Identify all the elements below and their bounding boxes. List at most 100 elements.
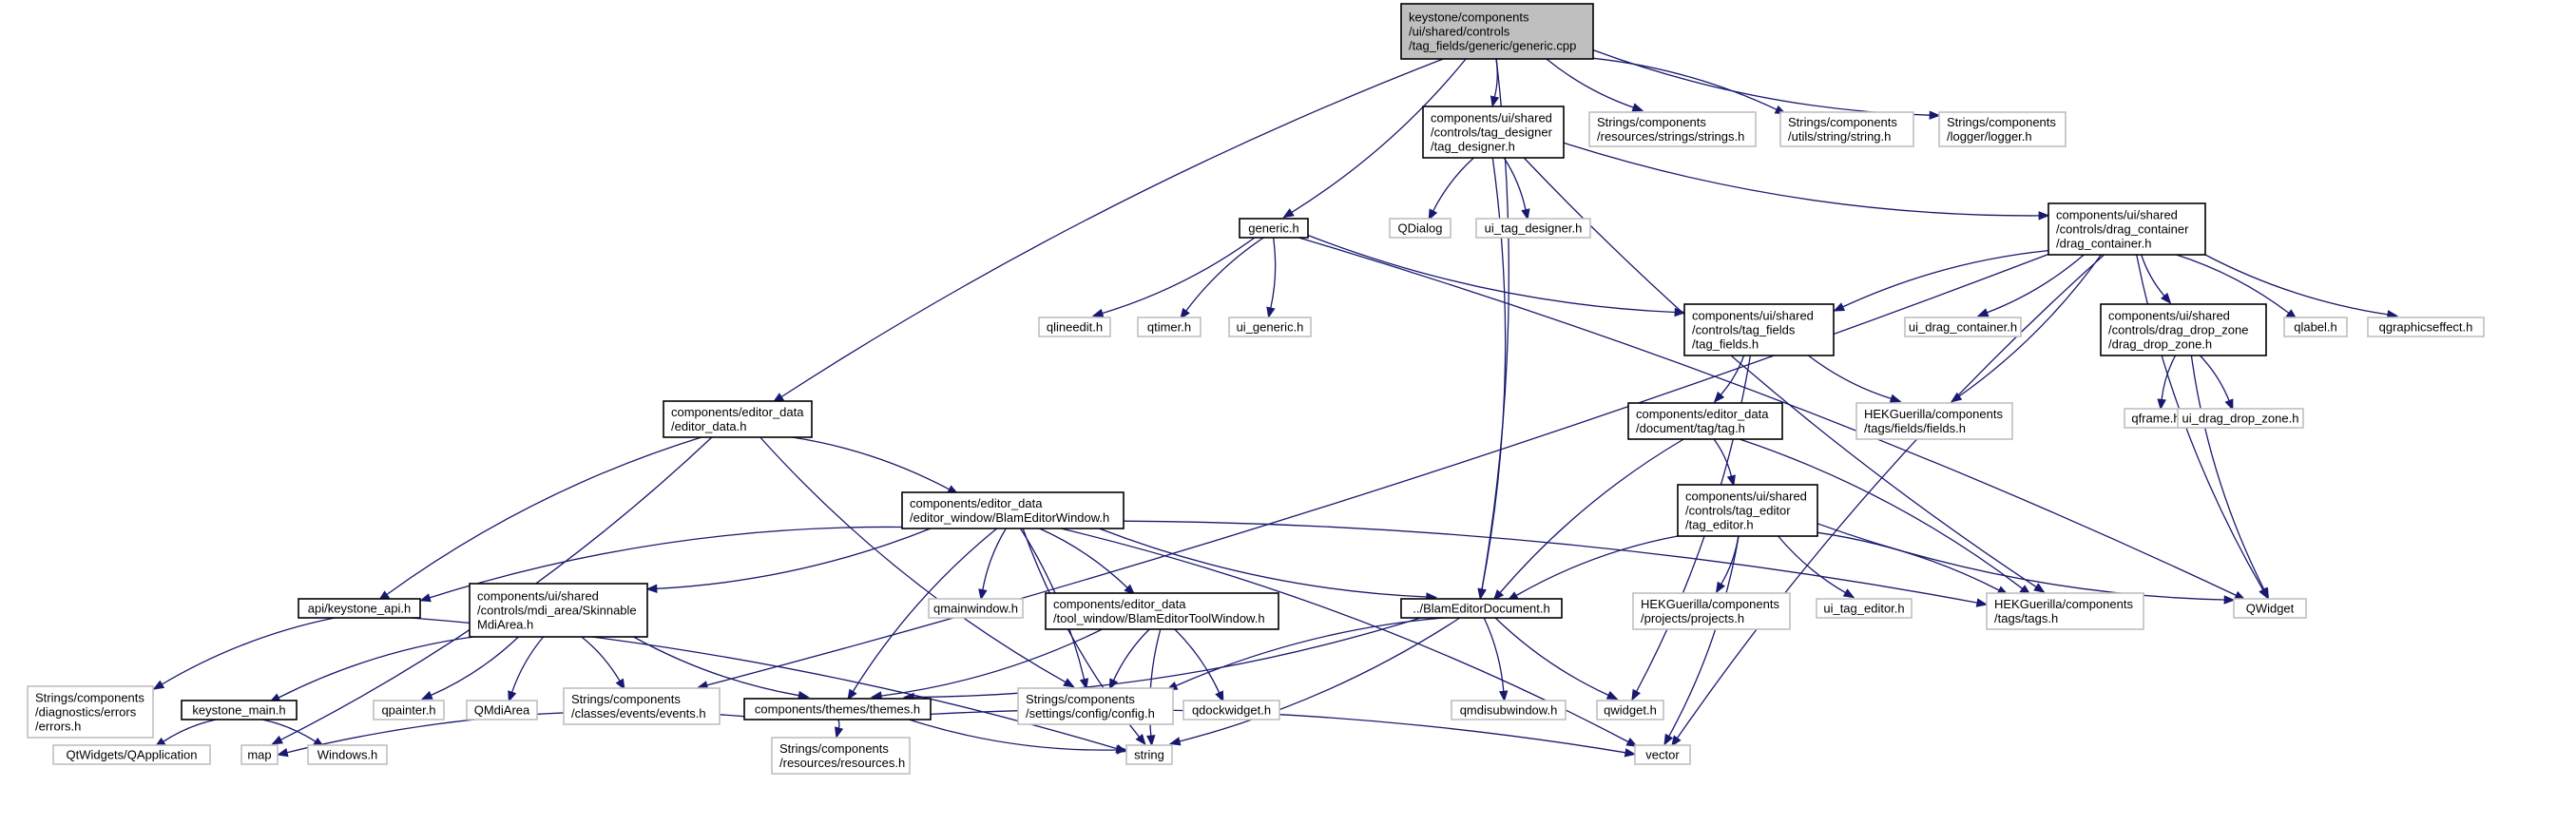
edge-arrowhead [1521, 208, 1530, 221]
node-ui-tag-editor[interactable]: ui_tag_editor.h [1816, 598, 1913, 619]
node-tag-designer-h[interactable]: components/ui/shared/controls/tag_design… [1422, 106, 1565, 159]
edge-line [780, 58, 1444, 398]
node-qwidget-cap[interactable]: QWidget [2233, 598, 2307, 619]
node-errors-h[interactable]: Strings/components/diagnostics/errors/er… [27, 685, 154, 739]
node-blam-editor-window-h[interactable]: components/editor_data/editor_window/Bla… [901, 491, 1125, 529]
node-projects-h[interactable]: HEKGuerilla/components/projects/projects… [1632, 592, 1791, 630]
edge-arrowhead [1625, 738, 1639, 747]
node-events-h[interactable]: Strings/components/classes/events/events… [563, 687, 721, 725]
node-drag-container-h[interactable]: components/ui/shared/controls/drag_conta… [2047, 202, 2206, 256]
node-label-line: /controls/drag_drop_zone [2108, 323, 2248, 337]
edge-line [633, 636, 799, 697]
node-tag-fields-h[interactable]: components/ui/shared/controls/tag_fields… [1683, 303, 1835, 356]
node-box [1904, 317, 2022, 337]
edge-line [1958, 254, 2102, 397]
edge-line [1432, 157, 1474, 212]
edge-blam_editor_window_h-to-tags_h [1123, 520, 1989, 607]
node-box [2177, 408, 2304, 429]
node-string-h[interactable]: Strings/components/utils/string/string.h [1779, 111, 1914, 147]
node-windows-h[interactable]: Windows.h [307, 744, 388, 765]
node-editor-data-h[interactable]: components/editor_data/editor_data.h [663, 400, 813, 438]
node-qgraphicseffect[interactable]: qgraphicseffect.h [2367, 317, 2485, 337]
node-label-line: Strings/components [1026, 692, 1135, 706]
node-box [181, 700, 298, 720]
node-string[interactable]: string [1125, 744, 1173, 765]
edge-line [1298, 237, 2237, 596]
node-label-line: components/ui/shared [477, 589, 599, 604]
edge-arrowhead [508, 690, 517, 702]
node-label-line: /classes/events/events.h [571, 706, 706, 720]
node-ui-drag-container[interactable]: ui_drag_container.h [1904, 317, 2022, 337]
edge-line [1778, 535, 1846, 594]
node-box [1938, 111, 2067, 147]
node-keystone-api-h[interactable]: api/keystone_api.h [298, 598, 421, 619]
edge-drag_drop_zone_h-to-ui_drag_drop_zone [2199, 355, 2234, 412]
edge-line [1515, 535, 1679, 597]
node-box [2283, 317, 2348, 337]
node-drag-drop-zone-h[interactable]: components/ui/shared/controls/drag_drop_… [2100, 303, 2267, 356]
node-fields-h[interactable]: HEKGuerilla/components/tags/fields/field… [1855, 402, 2013, 440]
node-box [2100, 303, 2267, 356]
edge-generic_cpp-to-strings_h [1546, 58, 1644, 112]
edge-line [386, 436, 702, 596]
node-qmdiarea[interactable]: QMdiArea [466, 700, 538, 720]
node-tool-window-h[interactable]: components/editor_data/tool_window/BlamE… [1045, 592, 1279, 630]
edge-mdi_area_h-to-qpainter [420, 636, 519, 701]
node-ui-tag-designer[interactable]: ui_tag_designer.h [1475, 218, 1591, 239]
edge-generic_cpp-to-string_h [1592, 57, 1787, 115]
node-label-line: qlabel.h [2294, 320, 2337, 335]
node-qwidget-lc[interactable]: qwidget.h [1596, 700, 1664, 720]
edge-line [2199, 355, 2230, 401]
node-qlineedit[interactable]: qlineedit.h [1038, 317, 1111, 337]
node-qmdisubwindow[interactable]: qmdisubwindow.h [1451, 700, 1567, 720]
node-label-line: qgraphicseffect.h [2379, 320, 2473, 335]
node-label-line: components/ui/shared [1692, 309, 1814, 323]
node-generic-cpp[interactable]: keystone/components/ui/shared/controls/t… [1400, 3, 1594, 60]
node-themes-h[interactable]: components/themes/themes.h [743, 698, 932, 720]
node-qtimer[interactable]: qtimer.h [1137, 317, 1201, 337]
node-map[interactable]: map [240, 744, 279, 765]
node-vector[interactable]: vector [1634, 744, 1691, 765]
node-logger-h[interactable]: Strings/components/logger/logger.h [1938, 111, 2067, 147]
node-box [2047, 202, 2206, 256]
node-resources-h[interactable]: Strings/components/resources/resources.h [771, 737, 911, 775]
edge-arrowhead [1975, 598, 1989, 607]
node-keystone-main-h[interactable]: keystone_main.h [181, 700, 298, 720]
edge-line [1808, 355, 1892, 400]
node-config-h[interactable]: Strings/components/settings/config/confi… [1017, 687, 1174, 725]
node-qapplication[interactable]: QtWidgets/QApplication [52, 744, 211, 765]
node-box [563, 687, 721, 725]
node-box [27, 685, 154, 739]
node-label-line: HEKGuerilla/components [1641, 597, 1779, 611]
edge-line [1499, 438, 1684, 594]
node-label-line: /tag_designer.h [1431, 140, 1515, 154]
node-tag-editor-h[interactable]: components/ui/shared/controls/tag_editor… [1677, 484, 1818, 537]
node-generic-h[interactable]: generic.h [1239, 218, 1309, 239]
node-mdi-area-h[interactable]: components/ui/shared/controls/mdi_area/S… [469, 583, 648, 638]
edge-arrowhead [1889, 394, 1902, 403]
node-blam-editor-document-h[interactable]: ../BlamEditorDocument.h [1400, 598, 1563, 619]
edge-mdi_area_h-to-themes_h [633, 636, 810, 701]
edge-arrowhead [1715, 581, 1725, 594]
edge-line [1503, 157, 1527, 210]
node-ui-generic[interactable]: ui_generic.h [1228, 317, 1312, 337]
node-box [1475, 218, 1591, 239]
node-label-line: Windows.h [317, 748, 378, 762]
node-qmainwindow[interactable]: qmainwindow.h [928, 598, 1024, 619]
node-tag-h[interactable]: components/editor_data/document/tag/tag.… [1627, 402, 1783, 440]
node-qdockwidget[interactable]: qdockwidget.h [1182, 700, 1280, 720]
node-qlabel[interactable]: qlabel.h [2283, 317, 2348, 337]
edge-drag_container_h-to-events_h [696, 253, 2049, 690]
node-label-line: Strings/components [571, 692, 681, 706]
node-label-line: qlineedit.h [1047, 320, 1103, 335]
node-qdialog[interactable]: QDialog [1389, 218, 1451, 239]
node-label-line: /controls/tag_editor [1685, 504, 1791, 518]
node-tags-h[interactable]: HEKGuerilla/components/tags/tags.h [1986, 592, 2144, 630]
edge-arrowhead [1477, 587, 1487, 601]
node-label-line: components/editor_data [1636, 407, 1769, 421]
edge-line [1494, 617, 1609, 696]
node-qpainter[interactable]: qpainter.h [373, 700, 445, 720]
node-ui-drag-drop-zone[interactable]: ui_drag_drop_zone.h [2177, 408, 2304, 429]
node-strings-h[interactable]: Strings/components/resources/strings/str… [1588, 111, 1757, 147]
node-box [1400, 3, 1594, 60]
